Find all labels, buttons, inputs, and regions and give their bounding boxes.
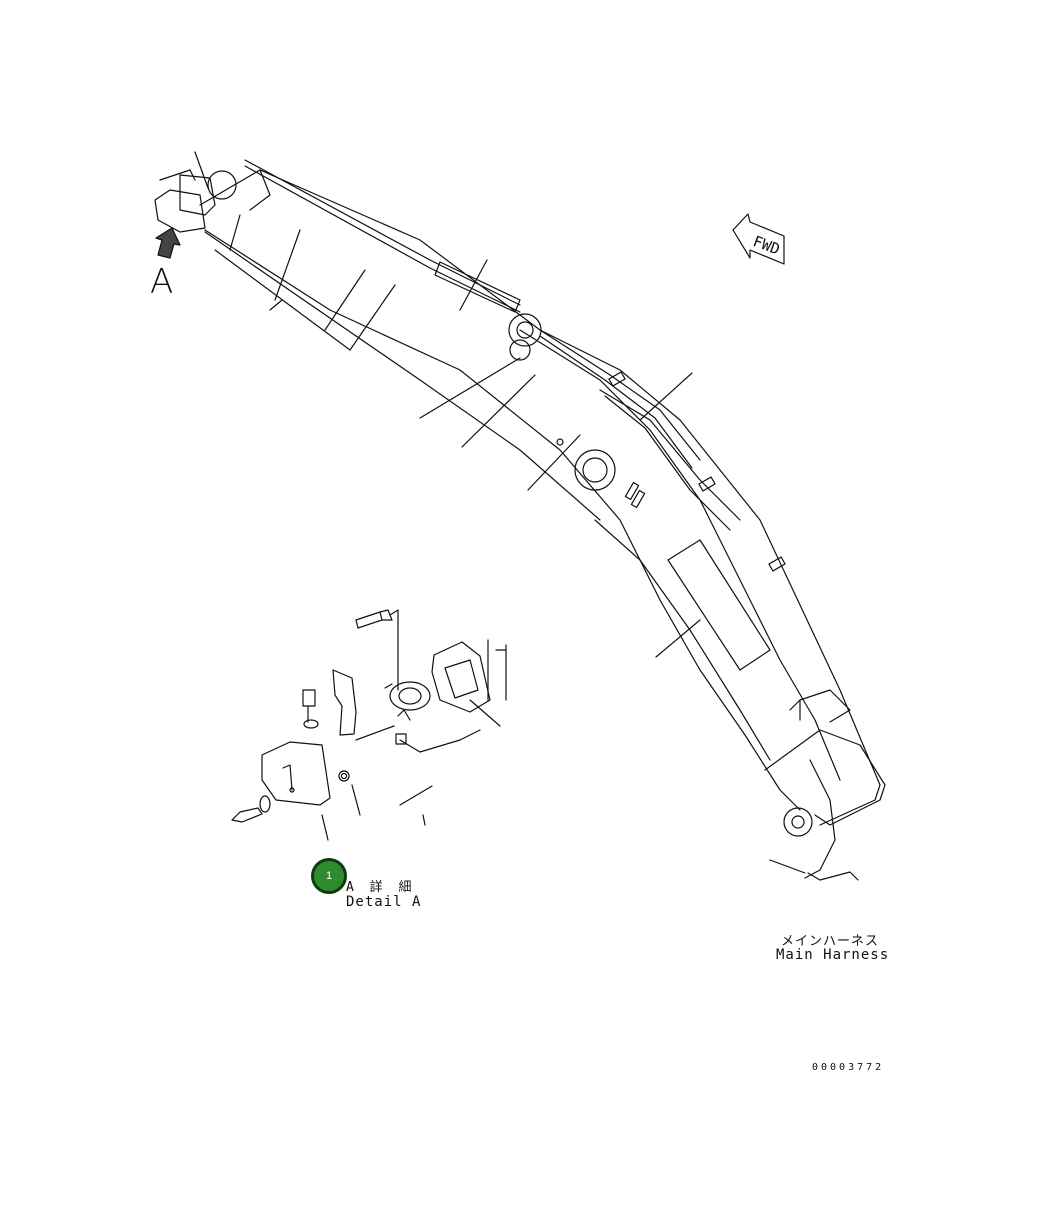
boom-body — [154, 159, 886, 881]
fwd-label: FWD — [751, 232, 783, 258]
fwd-arrow-icon: FWD — [732, 213, 785, 265]
callout-marker-1[interactable]: 1 — [311, 858, 347, 894]
detail-a-label-en: Detail A — [346, 894, 422, 910]
drawing-number: 00003772 — [812, 1062, 885, 1073]
view-a-marker: A — [150, 262, 174, 302]
detail-a-label-jp: A 詳 細 — [346, 880, 416, 895]
leader-lines — [194, 151, 806, 874]
main-harness-label-en: Main Harness — [776, 947, 890, 963]
main-harness-label-jp: メインハーネス — [781, 934, 880, 949]
callout-number: 1 — [325, 870, 333, 882]
view-arrow — [155, 227, 181, 259]
detail-a-exploded-view — [231, 609, 507, 841]
